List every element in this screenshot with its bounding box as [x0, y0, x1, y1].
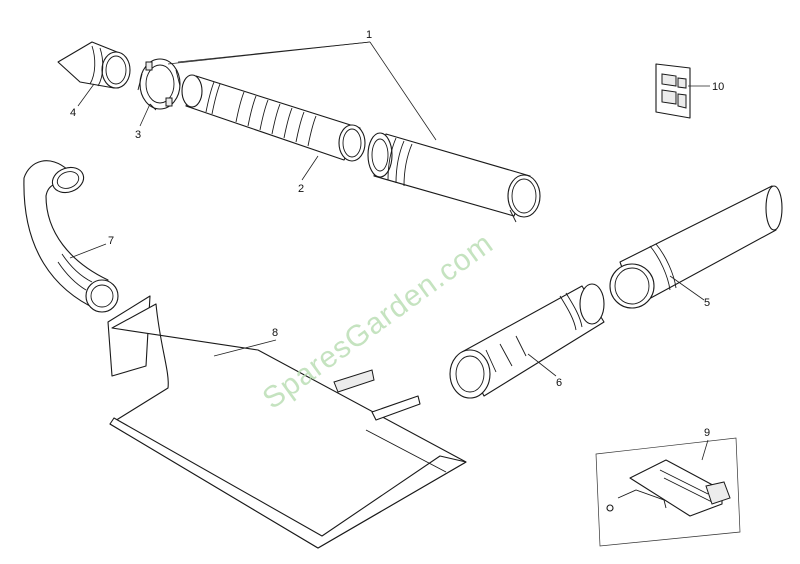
- callout-5: 5: [704, 297, 710, 309]
- part-5-long-tube[interactable]: [609, 185, 783, 309]
- callout-8: 8: [272, 327, 278, 339]
- callout-9: 9: [704, 427, 710, 439]
- part-9-bracket-set[interactable]: [595, 437, 741, 547]
- part-2-flex-pipe[interactable]: [181, 74, 366, 162]
- callout-2: 2: [298, 183, 304, 195]
- part-8-sheet[interactable]: [107, 295, 467, 549]
- callout-labels: 1 2 3 4 5 6 7 8 9 10: [70, 29, 724, 439]
- part-7-elbow[interactable]: [23, 160, 119, 313]
- callout-4: 4: [70, 107, 76, 119]
- callout-3: 3: [135, 129, 141, 141]
- callout-10: 10: [712, 81, 724, 93]
- leader-lines: [69, 41, 710, 461]
- callout-1: 1: [366, 29, 372, 41]
- part-6-coupler-tube[interactable]: [449, 283, 605, 399]
- part-10-label[interactable]: [655, 63, 691, 119]
- part-1-straight-pipe[interactable]: [367, 132, 541, 223]
- part-4-nozzle-tip[interactable]: [57, 41, 131, 89]
- callout-6: 6: [556, 377, 562, 389]
- part-3-lock-ring[interactable]: [137, 58, 181, 111]
- callout-7: 7: [108, 235, 114, 247]
